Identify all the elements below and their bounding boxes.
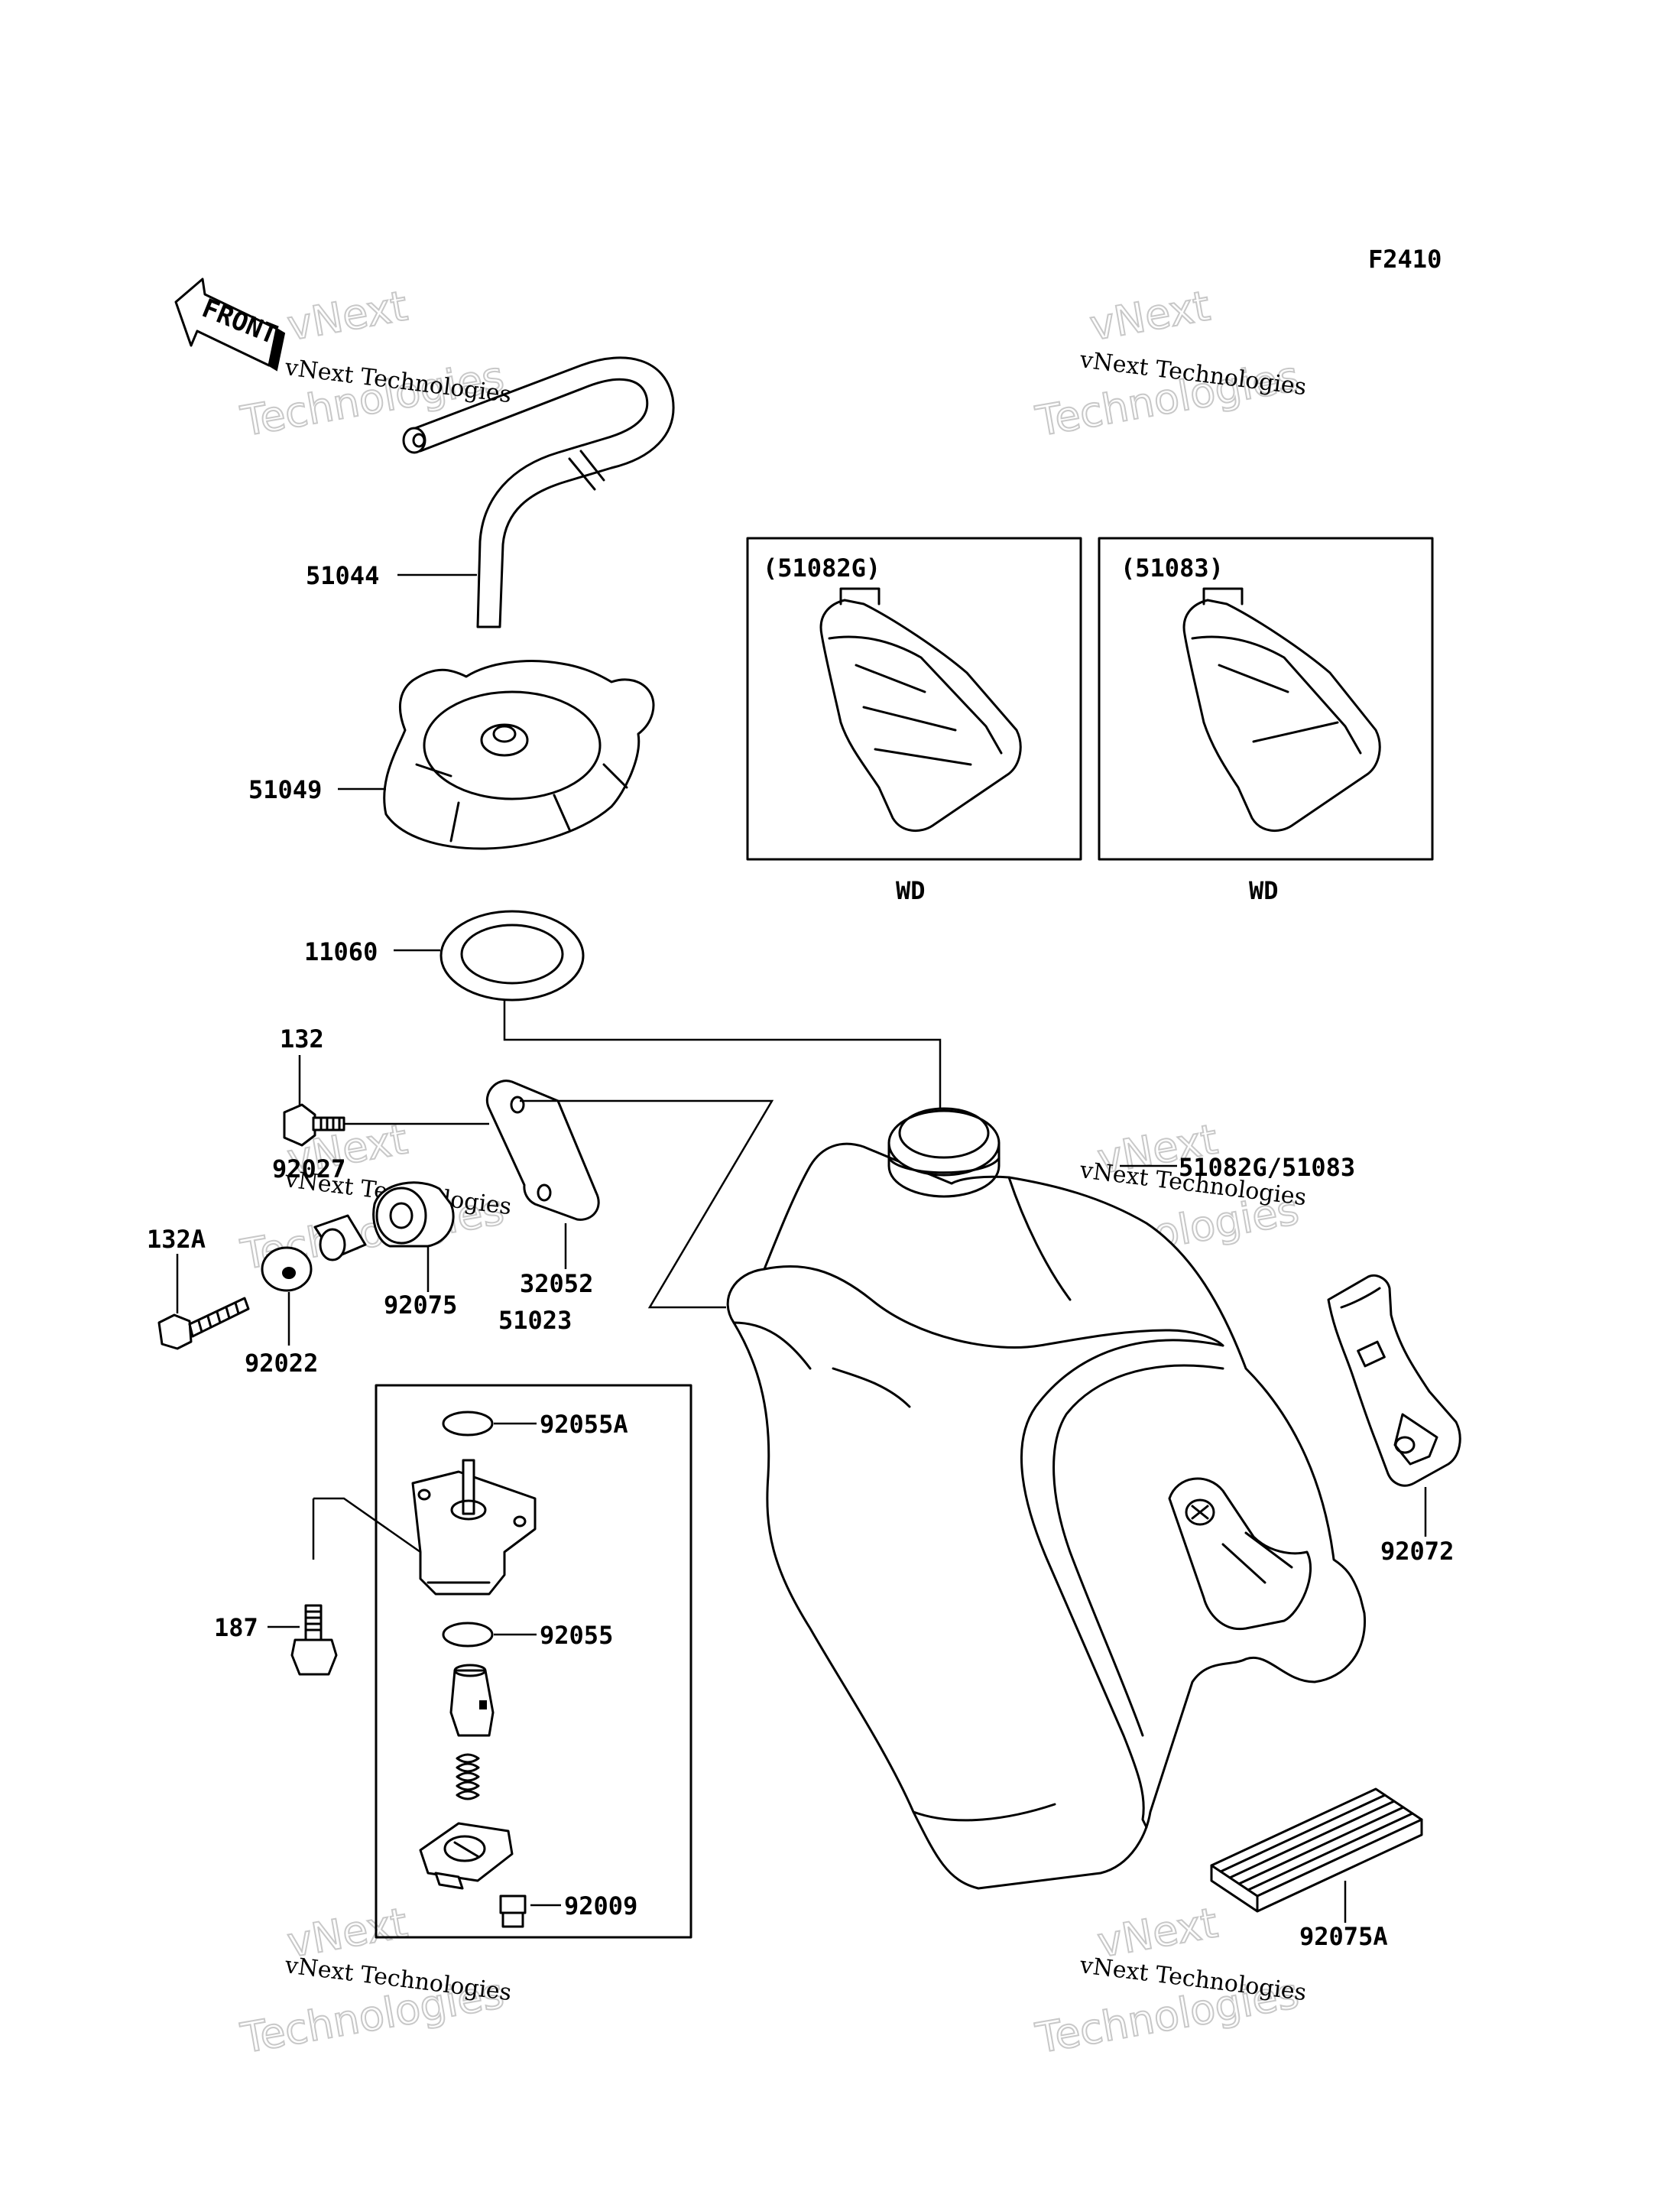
svg-text:vNext: vNext	[284, 281, 410, 349]
variant-code-51083: (51083)	[1121, 554, 1224, 583]
collar-and-damper	[313, 1181, 455, 1292]
variant-box-51082g: (51082G) WD	[746, 537, 1082, 905]
part-label-92055: 92055	[540, 1621, 613, 1650]
watermark-top-left: vNext Technologies vNext Technologies	[236, 281, 513, 446]
washer-92022	[261, 1246, 313, 1346]
part-label-51044: 51044	[306, 561, 379, 590]
part-label-132: 132	[280, 1024, 324, 1054]
bolt-132	[283, 1055, 489, 1147]
part-label-92075a: 92075A	[1299, 1922, 1388, 1951]
part-label-187: 187	[214, 1613, 258, 1642]
front-arrow-icon: FRONT	[174, 278, 286, 372]
part-label-51049: 51049	[248, 775, 322, 804]
bolt-132a	[157, 1254, 250, 1350]
variant-code-51082g: (51082G)	[763, 554, 881, 583]
part-label-32052: 32052	[520, 1269, 593, 1298]
part-label-92055a: 92055A	[540, 1410, 628, 1439]
svg-text:vNext: vNext	[1086, 281, 1213, 349]
watermark-bottom-right: vNext Technologies vNext Technologies	[1031, 1898, 1308, 2063]
fuel-cap	[338, 660, 655, 850]
part-label-11060: 11060	[304, 937, 378, 966]
tank-pad	[1210, 1787, 1423, 1923]
part-label-92009: 92009	[564, 1891, 637, 1920]
part-label-51023: 51023	[498, 1306, 572, 1335]
variant-box-51083: (51083) WD	[1098, 537, 1434, 905]
cap-gasket	[394, 910, 942, 1109]
part-label-92075: 92075	[384, 1291, 457, 1320]
watermark-top-right: vNext Technologies vNext Technologies	[1031, 281, 1308, 446]
mounting-bracket	[485, 1080, 774, 1309]
part-label-92027: 92027	[272, 1154, 345, 1183]
tank-strap	[1327, 1274, 1461, 1537]
variant-note-51083: WD	[1249, 876, 1279, 905]
figure-code: F2410	[1368, 245, 1442, 274]
screw-187	[290, 1604, 338, 1676]
fuel-tank	[726, 1107, 1367, 1890]
variant-note-51082g: WD	[896, 876, 926, 905]
part-label-92072: 92072	[1380, 1537, 1454, 1566]
fuel-cock-assembly: 92055A 187 92055 9200	[214, 1384, 692, 1939]
part-label-92022: 92022	[245, 1349, 318, 1378]
breather-hose	[397, 356, 675, 628]
part-label-132a: 132A	[147, 1225, 206, 1254]
part-label-51082g-51083: 51082G/51083	[1179, 1153, 1355, 1182]
